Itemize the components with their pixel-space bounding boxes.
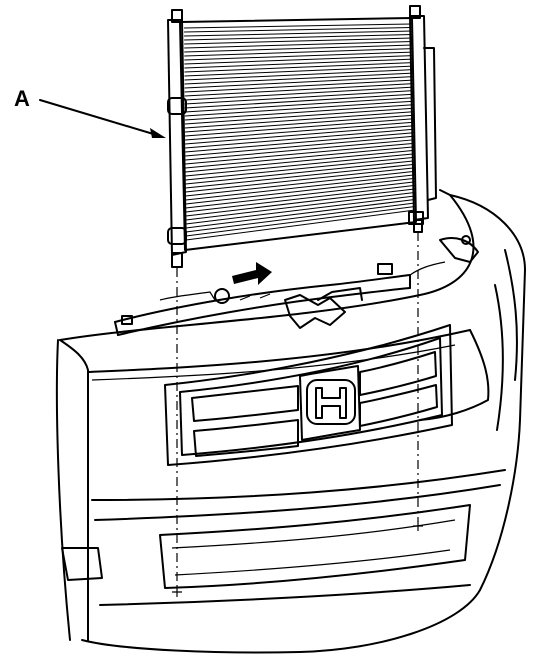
condenser-fin-line bbox=[185, 149, 415, 173]
condenser-fin-line bbox=[185, 135, 414, 157]
condenser-fin-line bbox=[185, 209, 416, 241]
condenser-fin-line bbox=[185, 195, 415, 225]
condenser-fin-line bbox=[185, 167, 415, 193]
condenser-fin-line bbox=[185, 174, 415, 201]
radiator-support-bracket bbox=[114, 235, 479, 336]
condenser-fin-line bbox=[184, 79, 413, 93]
condenser-fin-line bbox=[185, 125, 414, 145]
front-bumper bbox=[55, 189, 526, 654]
condenser-fin-line bbox=[185, 191, 415, 221]
alignment-lines bbox=[172, 232, 423, 597]
condenser-fin-line bbox=[184, 76, 413, 89]
condenser-fin-line bbox=[185, 198, 415, 229]
condenser-fin-line bbox=[184, 44, 413, 53]
condenser-fin-line bbox=[185, 132, 414, 153]
condenser-fin-line bbox=[185, 139, 414, 161]
condenser-fin-line bbox=[185, 146, 415, 169]
condenser-assembly bbox=[167, 5, 437, 268]
condenser-fin-line bbox=[184, 97, 414, 113]
condenser-fin-line bbox=[185, 156, 415, 181]
condenser-fin-line bbox=[184, 58, 413, 69]
condenser-fin-line bbox=[184, 114, 414, 133]
condenser-fin-line bbox=[185, 170, 415, 197]
condenser-fin-line bbox=[185, 121, 414, 141]
condenser-fin-line bbox=[184, 48, 413, 57]
condenser-fin-line bbox=[185, 202, 415, 233]
callout-a-leader bbox=[39, 99, 166, 138]
condenser-fin-line bbox=[184, 65, 413, 77]
condenser-fin-line bbox=[184, 51, 413, 61]
condenser-fin-line bbox=[184, 104, 414, 121]
condenser-fin-line bbox=[184, 69, 413, 81]
condenser-fin-line bbox=[184, 111, 414, 129]
condenser-fin-line bbox=[184, 86, 414, 101]
condenser-fin-line bbox=[183, 23, 413, 29]
condenser-fin-line bbox=[184, 100, 414, 117]
condenser-fin-line bbox=[184, 27, 413, 33]
condenser-fin-line bbox=[184, 37, 413, 45]
condenser-fin-line bbox=[185, 153, 415, 177]
condenser-fin-line bbox=[185, 188, 415, 217]
condenser-fin-line bbox=[184, 83, 413, 97]
condenser-fin-line bbox=[185, 142, 414, 165]
condenser-fin-line bbox=[185, 181, 415, 209]
condenser-fin-line bbox=[184, 62, 413, 73]
condenser-fin-line bbox=[185, 128, 414, 149]
callout-label-a: A bbox=[14, 86, 30, 111]
condenser-fin-line bbox=[185, 163, 415, 189]
condenser-fin-line bbox=[184, 118, 414, 137]
condenser-fin-line bbox=[184, 72, 413, 85]
condenser-fin-line bbox=[184, 90, 414, 105]
condenser-fin-line bbox=[184, 30, 413, 37]
condenser-fin-line bbox=[184, 34, 413, 41]
condenser-fin-line bbox=[184, 107, 414, 125]
condenser-fin-line bbox=[185, 160, 415, 185]
front-grille bbox=[164, 324, 453, 466]
condenser-fin-line bbox=[185, 205, 416, 237]
condenser-fin-line bbox=[184, 41, 413, 49]
honda-h-logo-icon bbox=[306, 379, 356, 425]
condenser-fins bbox=[183, 23, 416, 241]
condenser-fin-line bbox=[185, 184, 415, 213]
install-arrow-icon bbox=[232, 262, 272, 285]
condenser-fin-line bbox=[184, 93, 414, 109]
condenser-fin-line bbox=[184, 55, 413, 65]
condenser-fin-line bbox=[185, 177, 415, 205]
